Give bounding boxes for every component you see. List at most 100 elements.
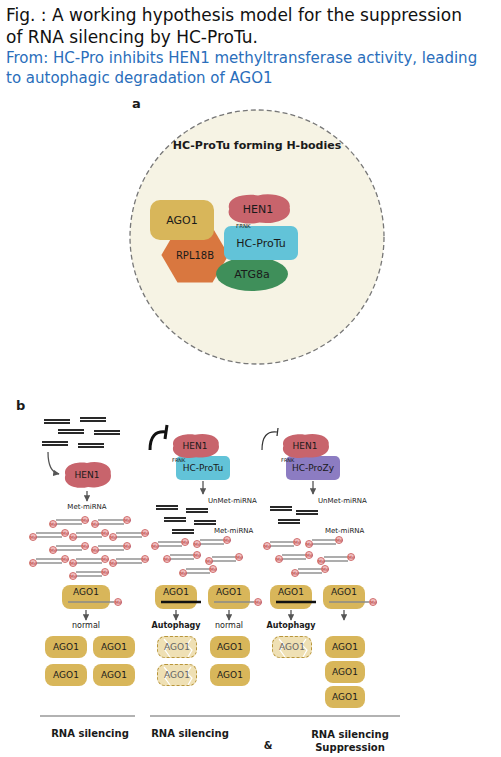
- methyl-mark: Me: [163, 555, 171, 563]
- motif-label: FRNK: [281, 457, 294, 463]
- methyl-mark: Me: [305, 551, 313, 559]
- methyl-mark: Me: [69, 572, 77, 580]
- unmethylated-strand: [156, 505, 178, 507]
- ago1-box: AGO1: [208, 585, 250, 609]
- methyl-mark: Me: [109, 559, 117, 567]
- node-label: HC-ProTu: [236, 237, 285, 250]
- methylated-strand: [76, 575, 102, 576]
- unmethylated-strand: [164, 520, 186, 522]
- inhibition-curve: [150, 432, 166, 450]
- methyl-mark: Me: [101, 529, 109, 537]
- down-arrow: [343, 610, 344, 620]
- methylated-strand: [36, 532, 62, 533]
- methylated-strand: [76, 558, 102, 559]
- divider-line: [150, 715, 400, 716]
- node-label: AGO1: [101, 642, 127, 652]
- loaded-unmethylated-strand: [161, 601, 201, 603]
- fate-label: normal: [61, 621, 111, 630]
- methylated-strand: [212, 560, 236, 561]
- methyl-mark: Me: [49, 546, 57, 554]
- methylated-strand: [98, 549, 124, 550]
- ago1-box: AGO1: [210, 636, 250, 658]
- unmethylated-strand: [194, 523, 216, 525]
- node-label: HEN1: [243, 203, 273, 216]
- panel-letter: b: [16, 398, 25, 413]
- protein-ellipse: ATG8a: [216, 257, 288, 291]
- methylated-strand: [56, 545, 82, 546]
- unmethylated-strand: [270, 509, 292, 511]
- methyl-mark: Me: [61, 555, 69, 563]
- node-label: AGO1: [163, 587, 189, 597]
- methylated-strand: [76, 562, 102, 563]
- protein-box: AGO1: [150, 200, 214, 240]
- methylated-strand: [76, 536, 102, 537]
- methyl-mark: Me: [69, 559, 77, 567]
- methylated-strand: [270, 545, 294, 546]
- loaded-methylated-strand: [329, 601, 369, 603]
- methylated-strand: [324, 560, 348, 561]
- unmethylated-strand: [186, 508, 208, 510]
- motif-label: FRNK: [236, 223, 251, 229]
- ago1-box: AGO1: [93, 664, 135, 686]
- methylated-strand: [212, 556, 236, 557]
- unmethylated-strand: [58, 432, 84, 434]
- unmethylated-strand: [296, 510, 318, 512]
- methyl-mark: Me: [69, 533, 77, 541]
- down-arrow: [228, 610, 229, 620]
- motif-label: FRNK: [172, 457, 185, 463]
- methyl-mark: Me: [193, 540, 201, 548]
- outcome-label: RNA silencing: [140, 728, 240, 739]
- divider-line: [40, 715, 135, 716]
- unmethylated-strand: [156, 508, 178, 510]
- methylated-strand: [76, 532, 102, 533]
- blob-shape: [173, 434, 219, 458]
- fate-label: Autophagy: [150, 621, 202, 630]
- node-label: AGO1: [279, 642, 305, 652]
- node-label: HC-ProTu: [183, 463, 223, 473]
- methylated-strand: [200, 539, 224, 540]
- blob-shape: [229, 194, 290, 223]
- methylated-strand: [298, 572, 322, 573]
- methyl-mark: Me: [29, 559, 37, 567]
- methylated-strand: [76, 571, 102, 572]
- ago1-box: AGO1: [325, 661, 365, 683]
- methylated-strand: [200, 543, 224, 544]
- unmethylated-strand: [80, 417, 106, 419]
- degraded-ago1: AGO1: [157, 636, 197, 658]
- methyl-mark: Me: [179, 569, 187, 577]
- methyl-mark: Me: [141, 529, 149, 537]
- methyl-mark: Me: [91, 546, 99, 554]
- unmethylated-strand: [42, 444, 68, 446]
- methyl-mark: Me: [235, 553, 243, 561]
- h-body-outline: [130, 110, 384, 364]
- methyl-mark: Me: [91, 520, 99, 528]
- methylated-strand: [158, 545, 182, 546]
- protein-blob: HEN1: [278, 432, 332, 460]
- ago1-box: AGO1: [270, 585, 312, 609]
- outcome-label: RNA silencing Suppression: [300, 728, 400, 754]
- degraded-ago1: AGO1: [272, 636, 312, 658]
- methylated-strand: [186, 572, 210, 573]
- unmethylated-strand: [194, 520, 216, 522]
- unmethylated-strand: [172, 532, 194, 534]
- ago1-box: AGO1: [155, 585, 197, 609]
- node-label: AGO1: [101, 670, 127, 680]
- loaded-methylated-strand: [68, 601, 114, 603]
- conjunction-label: &: [258, 740, 278, 751]
- fate-label: normal: [203, 621, 255, 630]
- panel-letter: a: [132, 96, 141, 111]
- protein-box: HC-ProTu: [224, 226, 298, 260]
- methyl-mark: Me: [369, 598, 377, 606]
- methylated-strand: [98, 519, 124, 520]
- down-arrow: [290, 610, 291, 620]
- methyl-mark: Me: [81, 542, 89, 550]
- methyl-mark: Me: [49, 520, 57, 528]
- methylated-strand: [36, 558, 62, 559]
- methyl-mark: Me: [291, 569, 299, 577]
- unmethylated-strand: [78, 446, 104, 448]
- methyl-mark: Me: [141, 555, 149, 563]
- methyl-mark: Me: [61, 529, 69, 537]
- methyl-mark: Me: [275, 555, 283, 563]
- mirna-label: Met-miRNA: [62, 503, 112, 511]
- mirna-label: UnMet-miRNA: [208, 497, 257, 505]
